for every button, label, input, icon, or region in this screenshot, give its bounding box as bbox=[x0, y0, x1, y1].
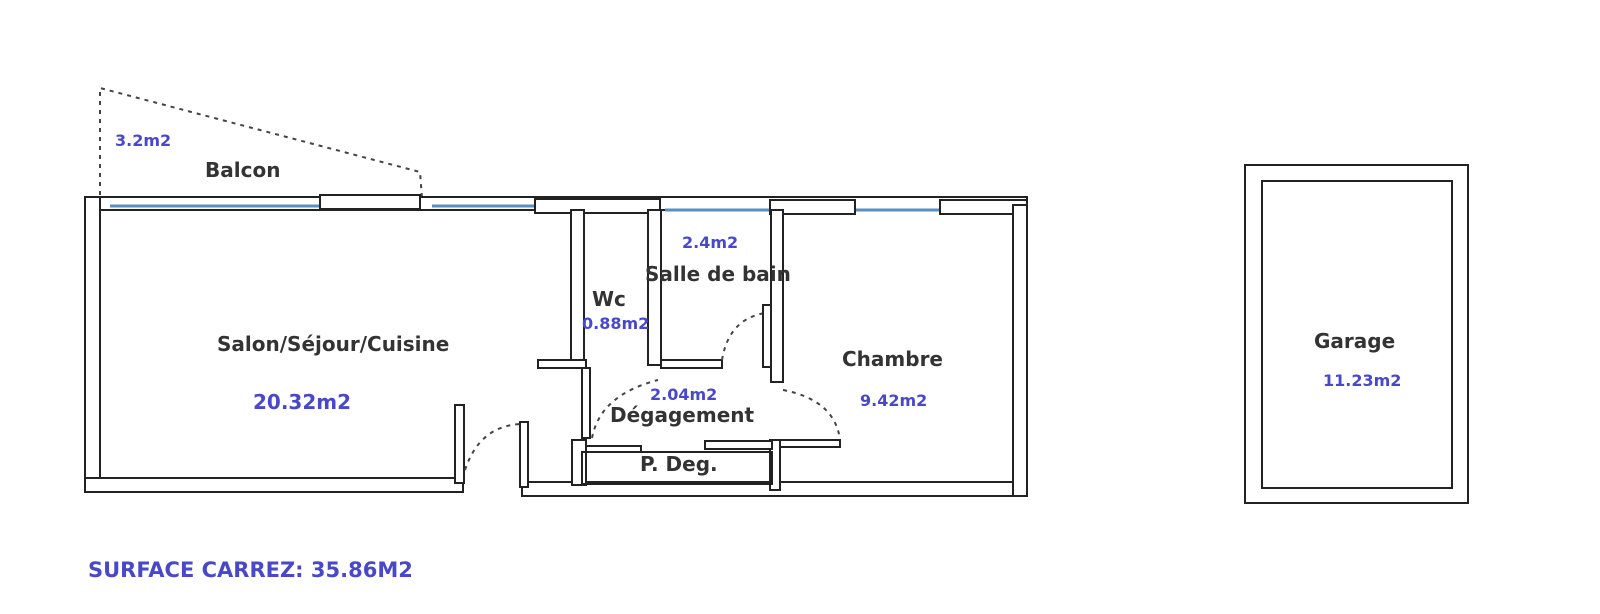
bath-wall bbox=[647, 209, 662, 366]
left-wall bbox=[84, 196, 101, 493]
wc-wall bbox=[570, 209, 585, 366]
balcon-label: Balcon bbox=[205, 158, 281, 182]
chambre-label: Chambre bbox=[842, 347, 943, 371]
closet-outline bbox=[581, 451, 773, 485]
bath-area: 2.4m2 bbox=[682, 233, 739, 252]
bath-label: Salle de bain bbox=[645, 262, 791, 286]
chambre-area: 9.42m2 bbox=[860, 391, 928, 410]
chambre-wall bbox=[770, 209, 784, 383]
entry-door bbox=[519, 421, 529, 488]
bath-door bbox=[762, 304, 772, 368]
bottom-wall bbox=[84, 477, 464, 493]
p-deg-label: P. Deg. bbox=[640, 452, 718, 476]
wall-segment bbox=[581, 367, 591, 439]
wall-segment bbox=[769, 439, 781, 491]
wc-area: 0.88m2 bbox=[582, 314, 650, 333]
salon-area: 20.32m2 bbox=[253, 390, 352, 414]
right-wall bbox=[1012, 204, 1028, 497]
wall-segment bbox=[771, 439, 841, 448]
wall-segment bbox=[769, 199, 856, 215]
wall-segment bbox=[454, 404, 465, 484]
wall-segment bbox=[537, 359, 587, 369]
door-swing bbox=[591, 379, 659, 439]
garage-area: 11.23m2 bbox=[1323, 371, 1402, 390]
garage-label: Garage bbox=[1314, 329, 1396, 353]
door-swing bbox=[782, 389, 841, 441]
balcony-outline bbox=[99, 86, 423, 199]
wc-label: Wc bbox=[592, 287, 626, 311]
wall-segment bbox=[704, 440, 773, 450]
degagement-label: Dégagement bbox=[610, 403, 755, 427]
total-surface: SURFACE CARREZ: 35.86M2 bbox=[88, 558, 413, 582]
wall-segment bbox=[319, 194, 421, 210]
salon-label: Salon/Séjour/Cuisine bbox=[217, 332, 450, 356]
balcon-area: 3.2m2 bbox=[115, 131, 172, 150]
wall-segment bbox=[660, 359, 723, 369]
garage-inner-wall bbox=[1261, 180, 1453, 489]
degagement-area: 2.04m2 bbox=[650, 385, 718, 404]
door-swing bbox=[464, 423, 523, 471]
wall-segment bbox=[534, 198, 661, 214]
wall-segment bbox=[571, 439, 587, 486]
